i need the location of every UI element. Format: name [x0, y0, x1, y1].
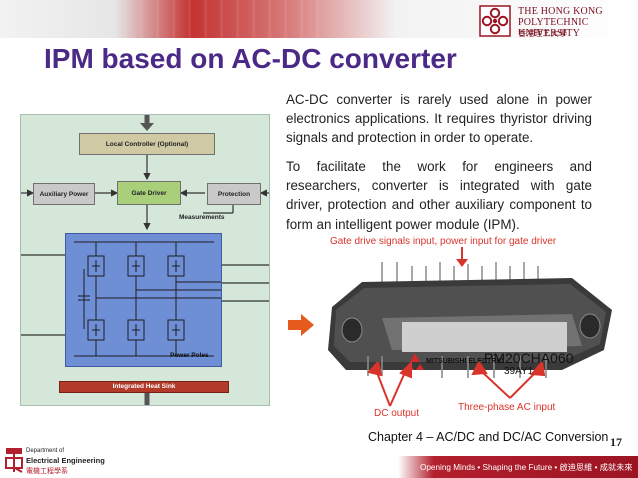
power-poles-label: Power Poles	[170, 352, 209, 359]
igbt-bridge-icon	[74, 241, 221, 357]
three-phase-ac-input-label: Three-phase AC input	[458, 402, 556, 413]
gate-driver-block: Gate Driver	[117, 181, 181, 205]
measurements-label: Measurements	[179, 214, 225, 221]
gate-drive-label: Gate drive signals input, power input fo…	[330, 236, 557, 247]
module-part-label: PM20CHA060	[484, 350, 574, 366]
chapter-title: Chapter 4 – AC/DC and DC/AC Conversion	[368, 430, 609, 444]
university-name-line2: POLYTECHNIC UNIVERSITY	[518, 17, 589, 39]
slide-number: 17	[610, 435, 622, 449]
protection-block: Protection	[207, 183, 261, 205]
department-line2: Electrical Engineering	[26, 456, 105, 465]
slide-title: IPM based on AC-DC converter	[44, 43, 457, 74]
department-line1: Department of	[26, 448, 65, 454]
local-controller-block: Local Controller (Optional)	[79, 133, 215, 155]
header-band	[0, 0, 638, 38]
module-brand-label: MITSUBISHI ELECTRIC	[426, 358, 504, 365]
arrow-down-icon	[456, 247, 468, 267]
dc-output-label: DC output	[374, 408, 420, 419]
department-chinese: 電機工程學系	[26, 468, 68, 475]
paragraph-1: AC-DC converter is rarely used alone in …	[286, 92, 592, 146]
footer-slogan: Opening Minds • Shaping the Future • 啟迪思…	[420, 463, 633, 472]
paragraph-2: To facilitate the work for engineers and…	[286, 159, 592, 232]
diagram-wiring	[21, 115, 269, 405]
ipm-block-diagram: Local Controller (Optional) Auxiliary Po…	[20, 114, 270, 406]
department-logo-icon	[5, 448, 23, 473]
header-band-texture	[0, 0, 330, 38]
pointer-arrows-icon	[367, 362, 546, 407]
module-code-label: 39AY1	[504, 366, 534, 377]
university-logo-icon	[479, 5, 511, 37]
ipm-module-photo	[328, 262, 612, 378]
power-poles-block: Power Poles	[65, 233, 222, 367]
university-name-chinese: 香港理工大學	[518, 29, 568, 38]
auxiliary-power-block: Auxiliary Power	[33, 183, 95, 205]
heat-sink-label: Integrated Heat Sink	[112, 383, 176, 390]
arrow-right-icon	[288, 314, 314, 336]
university-name-line1: THE HONG KONG	[518, 6, 603, 17]
footer-bar	[398, 456, 638, 478]
heat-sink-block: Integrated Heat Sink	[59, 381, 229, 393]
